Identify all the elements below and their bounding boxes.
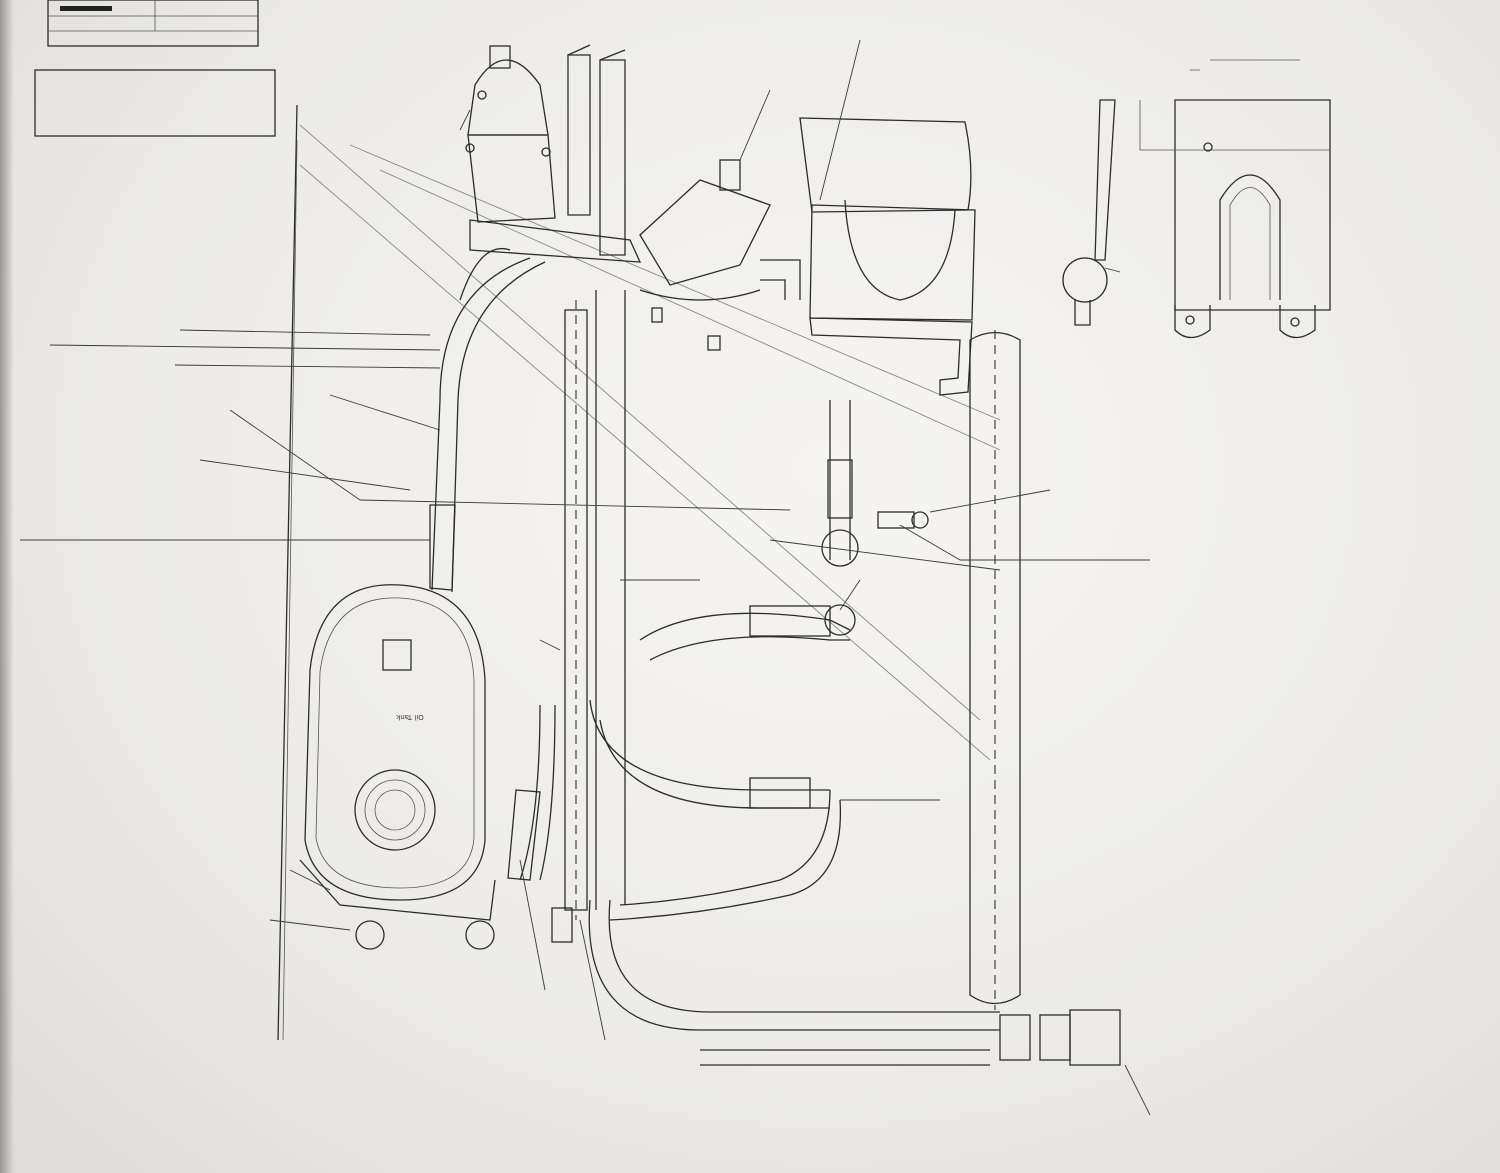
tank-label: Oil Tank xyxy=(395,713,423,721)
filter-assembly xyxy=(465,45,642,263)
supply-hose xyxy=(429,248,546,593)
valve-block xyxy=(639,159,771,351)
notes-box xyxy=(34,69,276,137)
main-vertical-pipe xyxy=(564,290,626,920)
fittings-right xyxy=(760,259,929,567)
sheet-edge-shadow xyxy=(0,0,14,1173)
callout-leaders xyxy=(20,39,1151,1116)
detail-view xyxy=(1062,59,1331,339)
oil-tank: Oil Tank xyxy=(299,584,573,950)
cooler-block xyxy=(799,117,976,396)
right-vertical-pipe xyxy=(969,330,1021,1010)
upper-tubes xyxy=(567,44,626,256)
return-hose xyxy=(507,604,856,921)
title-block xyxy=(47,0,259,47)
redacted-mark xyxy=(60,6,112,11)
frame-rails xyxy=(277,104,1001,1041)
drain-run xyxy=(588,899,1121,1066)
